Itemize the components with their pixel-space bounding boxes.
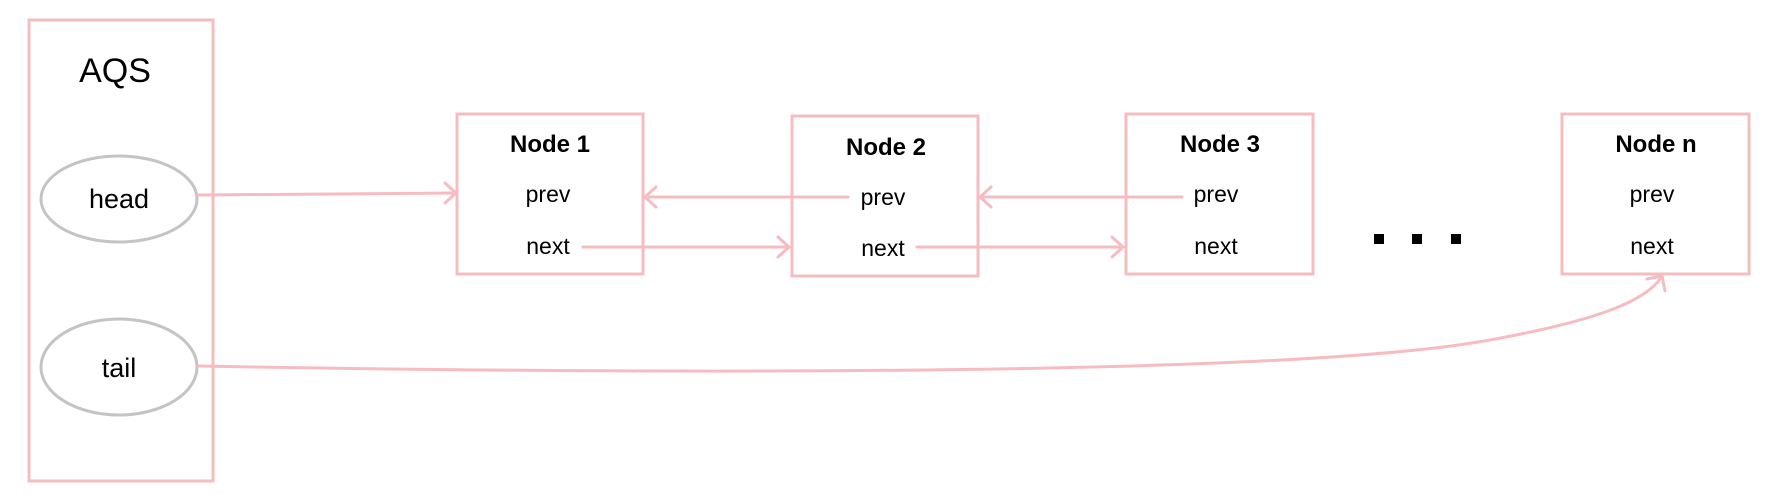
node-2-prev-arrow: [643, 185, 850, 209]
ellipsis: [1374, 234, 1461, 244]
node-1-next: next: [526, 233, 570, 259]
head-label: head: [89, 184, 149, 214]
node-n: Node n prev next: [1560, 112, 1751, 276]
ellipsis-dot: [1374, 234, 1384, 244]
node-2-prev: prev: [861, 184, 906, 210]
node-3-prev-arrow: [978, 185, 1184, 209]
node-1-prev: prev: [526, 181, 571, 207]
node-2-next: next: [861, 235, 905, 261]
aqs-title: AQS: [79, 52, 151, 90]
node-1-title: Node 1: [510, 131, 590, 158]
node-2-next-arrow: [915, 235, 1125, 259]
tail-label: tail: [102, 353, 137, 383]
head-pointer: head: [39, 154, 199, 244]
node-n-prev: prev: [1630, 181, 1675, 207]
node-3: Node 3 prev next: [1124, 112, 1315, 276]
head-to-node-1-arrow: [196, 181, 458, 205]
node-1-next-arrow: [581, 235, 791, 259]
node-n-box: [1560, 112, 1751, 276]
node-3-title: Node 3: [1180, 131, 1260, 158]
node-2-title: Node 2: [846, 134, 926, 161]
node-3-box: [1124, 112, 1315, 276]
tail-to-node-n-arrow: [196, 274, 1667, 373]
node-3-prev: prev: [1194, 181, 1239, 207]
head-oval: [39, 154, 199, 244]
ellipsis-dot: [1412, 234, 1422, 244]
tail-pointer: tail: [39, 317, 199, 417]
node-n-next: next: [1630, 233, 1674, 259]
node-2: Node 2 prev next: [790, 114, 980, 278]
ellipsis-dot: [1451, 234, 1461, 244]
node-1: Node 1 prev next: [455, 112, 645, 276]
node-n-title: Node n: [1615, 131, 1696, 158]
aqs-container: [27, 18, 215, 483]
node-3-next: next: [1194, 233, 1238, 259]
